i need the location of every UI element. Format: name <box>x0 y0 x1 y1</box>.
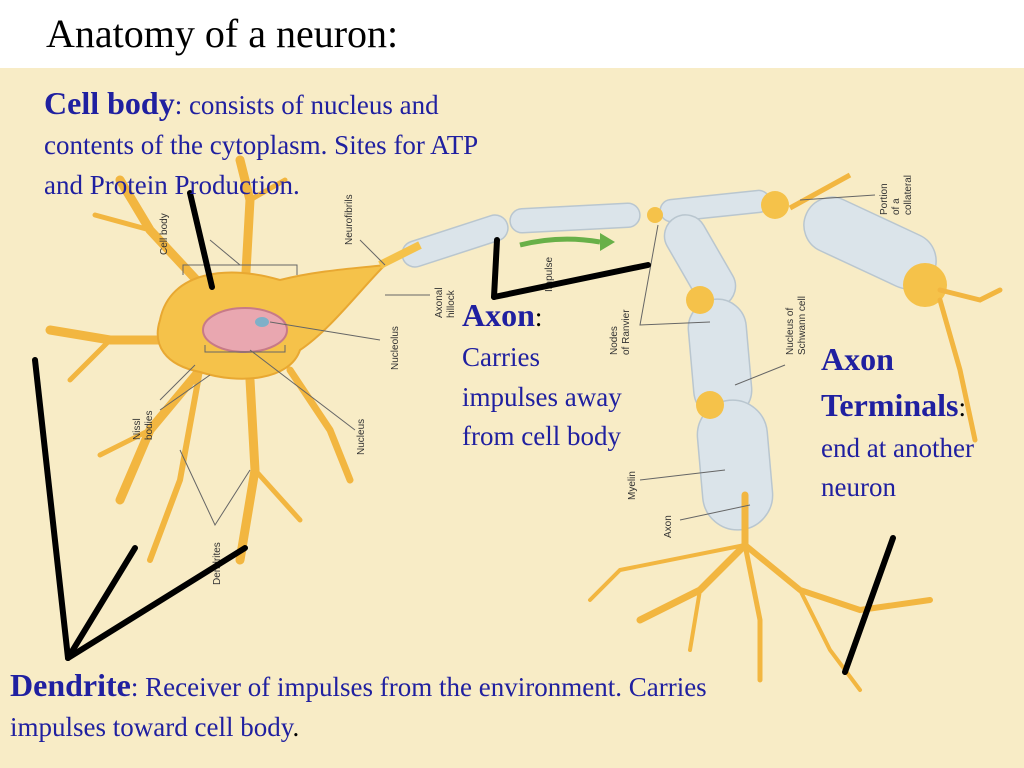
label-myelin: Myelin <box>627 471 638 500</box>
term-dendrite: Dendrite <box>10 667 131 703</box>
pointer-dendrite-c <box>65 545 248 661</box>
label-nissl-bodies: Nissl <box>132 418 143 440</box>
pointer-axon-b <box>491 262 651 300</box>
label-nucleolus: Nucleolus <box>390 326 401 370</box>
label-collateral-2: of a <box>891 198 902 215</box>
label-nodes-of-ranvier: Nodes <box>609 326 620 355</box>
dendrite-branches <box>45 155 354 565</box>
term-axon-terminals: Axon Terminals <box>821 341 959 424</box>
pointer-cell-body <box>187 190 215 290</box>
caption-axon: Axon: Carries impulses away from cell bo… <box>462 292 622 456</box>
label-nissl-bodies-2: bodies <box>144 411 155 440</box>
myelin-sheath <box>401 189 937 531</box>
pointer-dendrite-a <box>32 357 71 661</box>
label-cell-body: Cell body <box>159 213 170 255</box>
nodes-of-ranvier <box>647 191 947 419</box>
nucleolus-shape <box>255 317 269 327</box>
caption-cell-body: Cell body: consists of nucleus and conte… <box>44 80 514 205</box>
axon-terminals-description: end at another neuron <box>821 432 974 502</box>
axon-description: Carries impulses away from cell body <box>462 342 622 451</box>
caption-dendrite: Dendrite: Receiver of impulses from the … <box>10 662 710 748</box>
axon-colon: : <box>534 302 543 332</box>
slide-title: Anatomy of a neuron: <box>46 11 399 56</box>
label-schwann-nucleus: Nucleus of <box>785 308 796 355</box>
neuron-illustration: Cell body Neurofibrils Axonal hillock Nu… <box>32 155 1003 692</box>
label-collateral: Portion <box>879 183 890 215</box>
label-collateral-3: collateral <box>903 175 914 215</box>
label-neurofibrils: Neurofibrils <box>344 194 355 245</box>
label-impulse: Impulse <box>544 257 555 292</box>
dendrite-description: : Receiver of impulses from the environm… <box>10 672 707 743</box>
pointer-dendrite-b <box>65 545 138 661</box>
impulse-arrow <box>519 236 601 248</box>
label-axon: Axon <box>663 515 674 538</box>
axon-terminals-colon: : <box>958 392 967 423</box>
label-leader-lines <box>159 194 876 527</box>
cell-body-description: : consists of nucleus and contents of th… <box>44 90 478 200</box>
term-cell-body: Cell body <box>44 85 175 121</box>
term-axon: Axon <box>462 297 535 333</box>
label-axonal-hillock-2: hillock <box>446 289 457 318</box>
label-schwann-nucleus-2: Schwann cell <box>797 296 808 355</box>
dendrite-period: . <box>292 712 300 743</box>
neuron-diagram: Cell body Neurofibrils Axonal hillock Nu… <box>0 68 1024 768</box>
pointer-axon-a <box>491 237 500 300</box>
nucleus-shape <box>202 307 288 353</box>
label-nucleus: Nucleus <box>356 419 367 455</box>
label-axonal-hillock: Axonal <box>434 287 445 318</box>
label-nodes-of-ranvier-2: of Ranvier <box>621 309 632 355</box>
caption-axon-terminals: Axon Terminals: end at another neuron <box>821 336 1021 507</box>
pointer-axon-terminals <box>842 535 896 675</box>
axon-terminal-branches <box>588 287 1003 692</box>
pointer-lines <box>32 190 896 675</box>
